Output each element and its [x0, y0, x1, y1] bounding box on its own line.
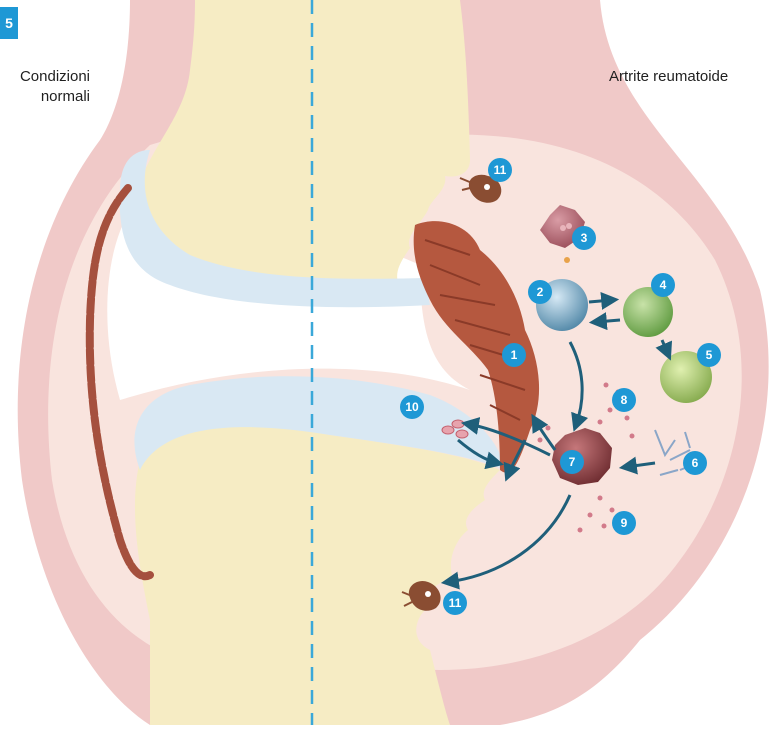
label-normal: Condizioni normali [0, 67, 90, 107]
svg-text:9: 9 [621, 516, 628, 530]
svg-text:11: 11 [449, 596, 462, 610]
marker-4: 4 [651, 273, 675, 297]
marker-2: 2 [528, 280, 552, 304]
marker-6: 6 [683, 451, 707, 475]
svg-text:2: 2 [537, 285, 544, 299]
svg-text:8: 8 [621, 393, 628, 407]
marker-9: 9 [612, 511, 636, 535]
svg-text:1: 1 [511, 348, 518, 362]
label-normal-line2: normali [0, 87, 90, 107]
svg-text:3: 3 [581, 231, 588, 245]
svg-text:11: 11 [494, 163, 507, 177]
svg-text:5: 5 [706, 348, 713, 362]
marker-11-bottom: 11 [443, 591, 467, 615]
marker-1: 1 [502, 343, 526, 367]
marker-7: 7 [560, 450, 584, 474]
marker-10: 10 [400, 395, 424, 419]
figure-badge: 5 [0, 7, 18, 39]
marker-11-top: 11 [488, 158, 512, 182]
svg-text:4: 4 [660, 278, 667, 292]
label-normal-line1: Condizioni [0, 67, 90, 87]
marker-3: 3 [572, 226, 596, 250]
svg-text:6: 6 [692, 456, 699, 470]
marker-8: 8 [612, 388, 636, 412]
label-rheumatoid: Artrite reumatoide [609, 67, 771, 87]
svg-text:7: 7 [569, 455, 576, 469]
marker-5: 5 [697, 343, 721, 367]
svg-text:10: 10 [405, 400, 419, 414]
